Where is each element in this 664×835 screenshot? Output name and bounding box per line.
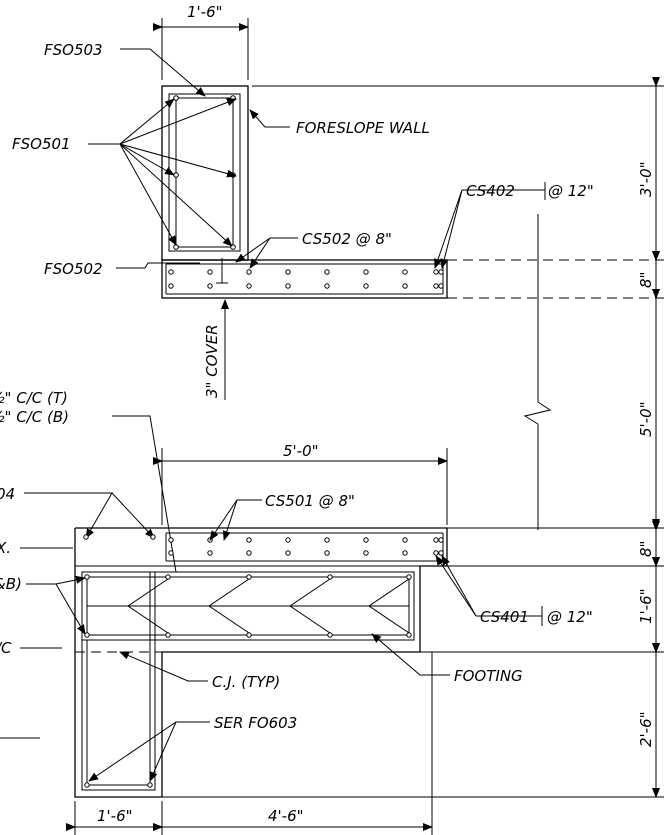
label-footing: FOOTING [454, 667, 523, 685]
label-cs401-spacing: @ 12" [547, 608, 593, 626]
label-ser: SER FO603 [214, 714, 297, 732]
label-cs401: CS401 [480, 608, 529, 626]
dim-stem-height: 5'-0" [637, 401, 655, 437]
label-foreslope-wall: FORESLOPE WALL [296, 119, 430, 137]
label-left-x: X. [0, 539, 11, 557]
label-cs502: CS502 @ 8" [302, 230, 392, 248]
label-fso502: FSO502 [44, 260, 103, 278]
dim-key-depth: 2'-6" [637, 711, 655, 747]
ledge-bars [168, 537, 444, 556]
dim-key-width: 1'-6" [97, 807, 133, 825]
label-cs402-spacing: @ 12" [548, 182, 594, 200]
dim-ledge-length: 5'-0" [283, 442, 319, 460]
label-fso503: FSO503 [44, 41, 103, 59]
dim-top-width: 1'-6" [187, 3, 223, 21]
footing-outline [74, 527, 448, 798]
foreslope-wall-detail: 1'-6" FSO503 FSO501 FORESLOPE WALL CS402… [12, 3, 664, 530]
top-slab-outline [161, 259, 448, 299]
dim-wall-height: 3'-0" [637, 161, 655, 197]
label-left-b: &B) [0, 575, 22, 593]
dim-slab-bottom: 8" [637, 541, 655, 557]
label-cj: C.J. (TYP) [212, 673, 280, 691]
label-left-c: /C [0, 639, 12, 657]
dim-footing-thickness: 1'-6" [637, 588, 655, 624]
dim-toe-length: 4'-6" [268, 807, 304, 825]
label-cc-bottom: ½" C/C (B) [0, 408, 69, 426]
label-cs402: CS402 [466, 182, 515, 200]
label-cover: 3" COVER [203, 324, 221, 398]
dim-slab-top: 8" [637, 272, 655, 288]
label-cc-top: ½" C/C (T) [0, 389, 68, 407]
top-slab-bars [168, 269, 444, 289]
footing-bars [84, 574, 412, 638]
label-left-04: 04 [0, 485, 15, 503]
footing-detail: 5'-0" 5'-0" ½" C/C (T) ½" C/C (B) 04 X. … [0, 289, 664, 835]
wall-stirrup-outer [168, 93, 241, 252]
label-cs501: CS501 @ 8" [265, 492, 355, 510]
label-fso501: FSO501 [12, 135, 71, 153]
